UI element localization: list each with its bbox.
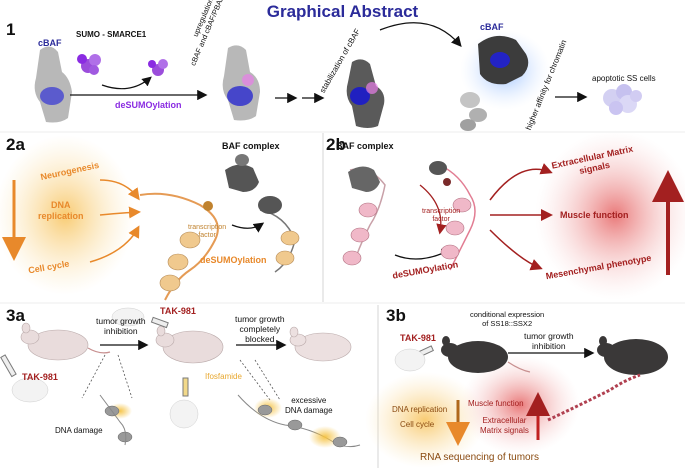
panel-2a-number: 2a (6, 135, 25, 154)
baf-complex-2b (348, 166, 380, 192)
dash-3a-1 (81, 354, 106, 399)
cbaf-label-left: cBAF (38, 38, 62, 48)
transcription-factor-label-2b: transcription factor (422, 208, 461, 223)
arrow-2a (231, 222, 265, 233)
tumor-growth-blocked-label: tumor growth completely blocked (235, 314, 285, 344)
cbaf-complex-left (34, 46, 72, 123)
panel-3a-number: 3a (6, 306, 25, 325)
panel-2a-graphics (0, 135, 300, 301)
mouse-3 (289, 326, 352, 362)
dna-strand-2a (139, 192, 219, 301)
panel-1-graphics (34, 22, 642, 131)
baf-complex-label-2b: BAF complex (336, 141, 394, 151)
red-glow (535, 130, 685, 300)
arrow-ecm (489, 163, 553, 201)
baf-complex-label-2a: BAF complex (222, 141, 280, 151)
apoptotic-label: apoptotic SS cells (592, 74, 656, 83)
panel-2b-number: 2b (326, 135, 346, 154)
ifosfamide-syringe (182, 377, 189, 397)
hand-bottom (169, 399, 199, 429)
nucleosomes-3a-right (257, 404, 348, 448)
conditional-expression-label: conditional expression of SS18::SSX2 (470, 310, 545, 328)
page-title: Graphical Abstract (266, 2, 419, 21)
mouse-2 (155, 325, 224, 364)
dna-cluster-2b (429, 161, 476, 271)
sumo-protein-product (148, 59, 168, 76)
syringe-top (150, 316, 169, 329)
result-2a (258, 196, 300, 273)
muscle-function-label-2b: Muscle function (560, 210, 629, 220)
desumo-label-2a: deSUMOylation (200, 255, 267, 265)
tak981-label-left: TAK-981 (22, 372, 58, 382)
cbaf-complex-middle (222, 45, 260, 121)
hand-left (11, 377, 49, 403)
sumo-smarce1-label: SUMO - SMARCE1 (76, 30, 147, 39)
tak981-label-3b: TAK-981 (400, 333, 436, 343)
nucleosomes-2a (159, 231, 201, 292)
mouse-1 (20, 322, 89, 361)
panel-3a-graphics (0, 307, 361, 448)
arrow-mesenchymal (489, 229, 543, 271)
dna-3a-left (99, 394, 127, 446)
arrow-neurogenesis (99, 179, 140, 201)
arrow-dna-replication (99, 206, 141, 219)
dna-damage-label: DNA damage (55, 426, 103, 435)
apoptotic-cells-cluster (603, 84, 642, 115)
panel-1-number: 1 (6, 20, 16, 39)
black-mouse-1-tail (507, 361, 531, 373)
desumo-curve-arrow (101, 76, 152, 90)
panel1-curve-arrow (379, 22, 462, 47)
cbaf-on-chromatin (460, 35, 529, 131)
panel-3b-graphics (365, 336, 668, 468)
tumor-growth-inhibition-label-3a: tumor growth inhibition (96, 316, 146, 336)
panel-3b-number: 3b (386, 306, 406, 325)
syringe-left (0, 354, 17, 378)
sumo-smarce1-protein (77, 54, 101, 75)
muscle-function-label-3b: Muscle function (468, 399, 524, 408)
orange-glow (0, 135, 135, 295)
cell-cycle-label-3b: Cell cycle (400, 420, 435, 429)
rna-sequencing-label: RNA sequencing of tumors (420, 452, 539, 463)
transcription-factor-2a (203, 201, 213, 211)
dna-replication-label-2a: DNA replication (38, 200, 84, 221)
ecm-signals-label-3b: Extracellular Matrix signals (480, 416, 529, 435)
dash-3a-2 (117, 354, 133, 399)
ifosfamide-label: Ifosfamide (205, 372, 242, 381)
red-glow-3b (460, 355, 580, 455)
hand-3b (394, 348, 426, 372)
desumo-label-1: deSUMOylation (115, 100, 182, 110)
hand-top (111, 307, 145, 327)
mouse-1-tail (87, 347, 111, 354)
cbaf-label-right: cBAF (480, 22, 504, 32)
arrow-cell-cycle (89, 225, 140, 263)
arrow-2b (419, 184, 447, 235)
dash-3a-3 (239, 359, 271, 401)
tak981-label-top: TAK-981 (160, 306, 196, 316)
dna-replication-label-3b: DNA replication (392, 405, 448, 414)
baf-complex-2a (225, 154, 259, 192)
cbaf-complex-stabilized (346, 59, 385, 128)
dna-ribbon-3b (547, 373, 641, 422)
transcription-factor-label-2a: transcription factor (188, 224, 227, 239)
black-mouse-1 (441, 336, 508, 373)
tumor-growth-inhibition-label-3b: tumor growth inhibition (524, 331, 574, 351)
dash-3a-4 (254, 359, 281, 401)
panel-2b-graphics (342, 130, 685, 300)
black-mouse-2 (597, 336, 668, 375)
excessive-dna-damage-label: excessive DNA damage (285, 396, 333, 415)
nucleosomes-2b-left (342, 202, 378, 266)
